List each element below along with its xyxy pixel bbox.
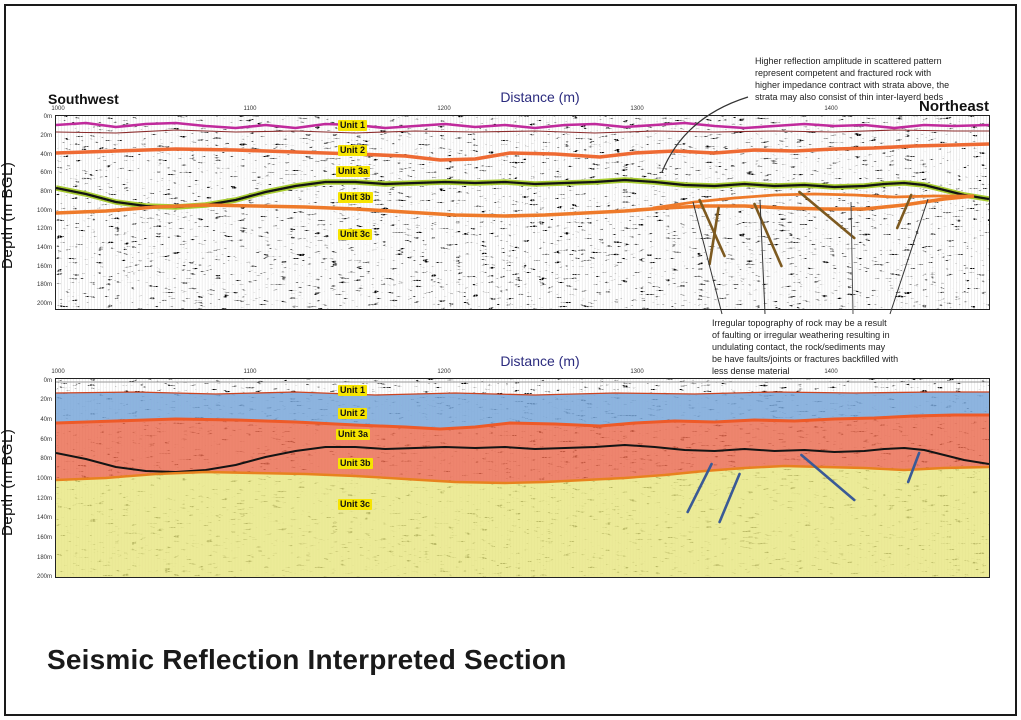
unit2-label: Unit 2 bbox=[338, 408, 368, 419]
depth-tick: 0m bbox=[43, 114, 52, 120]
unit3c-label: Unit 3c bbox=[338, 499, 373, 510]
seismic-plot bbox=[56, 116, 989, 309]
interpreted-section-panel: Unit 1 Unit 2 Unit 3a Unit 3b Unit 3c bbox=[55, 378, 990, 578]
unit3c-fill-yellow bbox=[56, 466, 989, 577]
bottom-depth-axis-title: Depth (m BGL) bbox=[0, 428, 16, 536]
distance-tick: 1200 bbox=[437, 369, 451, 375]
depth-tick: 160m bbox=[36, 535, 52, 541]
fault-line bbox=[800, 453, 856, 502]
depth-tick: 140m bbox=[36, 245, 52, 251]
fault-line bbox=[798, 190, 856, 240]
distance-tick: 1100 bbox=[243, 106, 257, 112]
top-distance-axis-title: Distance (m) bbox=[500, 89, 580, 105]
label-southwest: Southwest bbox=[48, 91, 119, 107]
depth-tick: 40m bbox=[40, 152, 52, 158]
distance-tick: 1100 bbox=[243, 369, 257, 375]
fault-line bbox=[686, 462, 713, 514]
depth-tick: 60m bbox=[40, 170, 52, 176]
distance-tick: 1300 bbox=[630, 106, 644, 112]
unit3b-label: Unit 3b bbox=[338, 458, 373, 469]
horizon-unit1-magenta bbox=[56, 121, 989, 130]
unit3a-label: Unit 3a bbox=[336, 429, 371, 440]
depth-tick: 180m bbox=[36, 282, 52, 288]
depth-tick: 200m bbox=[36, 574, 52, 580]
figure-title: Seismic Reflection Interpreted Section bbox=[47, 644, 567, 675]
annotation-amplitude: Higher reflection amplitude in scattered… bbox=[755, 56, 950, 102]
depth-tick: 120m bbox=[36, 496, 52, 502]
depth-tick: 20m bbox=[40, 397, 52, 403]
unit2-label: Unit 2 bbox=[338, 145, 368, 156]
depth-tick: 60m bbox=[40, 437, 52, 443]
boundary-unit2-unit3a-orange bbox=[56, 413, 989, 431]
distance-tick: 1400 bbox=[824, 369, 838, 375]
unit1-label: Unit 1 bbox=[338, 120, 368, 131]
depth-tick: 80m bbox=[40, 456, 52, 462]
depth-tick: 100m bbox=[36, 476, 52, 482]
depth-tick: 80m bbox=[40, 189, 52, 195]
fault-line bbox=[906, 451, 921, 484]
interpreted-plot bbox=[56, 379, 989, 577]
top-depth-axis-title: Depth (m BGL) bbox=[0, 161, 16, 269]
depth-tick: 40m bbox=[40, 417, 52, 423]
bottom-distance-axis-title: Distance (m) bbox=[500, 353, 580, 369]
depth-tick: 180m bbox=[36, 555, 52, 561]
depth-tick: 20m bbox=[40, 133, 52, 139]
unit3c-label: Unit 3c bbox=[338, 229, 373, 240]
unit1-label: Unit 1 bbox=[338, 385, 368, 396]
depth-tick: 120m bbox=[36, 226, 52, 232]
seismic-section-panel: Unit 1 Unit 2 Unit 3a Unit 3b Unit 3c bbox=[55, 115, 990, 310]
fault-line bbox=[718, 472, 741, 524]
unit3a-label: Unit 3a bbox=[336, 166, 371, 177]
depth-tick: 140m bbox=[36, 515, 52, 521]
distance-tick: 1200 bbox=[437, 106, 451, 112]
depth-tick: 200m bbox=[36, 301, 52, 307]
annotation-topography: Irregular topography of rock may be a re… bbox=[712, 318, 899, 376]
depth-tick: 160m bbox=[36, 264, 52, 270]
depth-tick: 0m bbox=[43, 378, 52, 384]
boundary-unit3a-unit3b-black bbox=[56, 444, 989, 473]
depth-tick: 100m bbox=[36, 208, 52, 214]
distance-tick: 1400 bbox=[824, 106, 838, 112]
boundary-unit3b-unit3c-orange bbox=[56, 464, 989, 485]
label-northeast: Northeast bbox=[918, 98, 989, 115]
distance-tick: 1000 bbox=[51, 106, 65, 112]
horizon-unit3b-orange-upper-strand bbox=[652, 192, 975, 210]
distance-tick: 1000 bbox=[51, 369, 65, 375]
horizon-unit3a-black bbox=[56, 178, 989, 209]
distance-tick: 1300 bbox=[630, 369, 644, 375]
boundary-unit1-unit2-red bbox=[56, 391, 989, 396]
seismic-trace-stripes-dark bbox=[56, 116, 989, 309]
unit3b-label: Unit 3b bbox=[338, 192, 373, 203]
horizon-unit1-minor-darkred bbox=[56, 129, 989, 134]
horizon-unit2-orange bbox=[56, 142, 989, 162]
fault-line bbox=[753, 202, 783, 268]
horizon-unit3b-orange-lower bbox=[56, 194, 975, 218]
